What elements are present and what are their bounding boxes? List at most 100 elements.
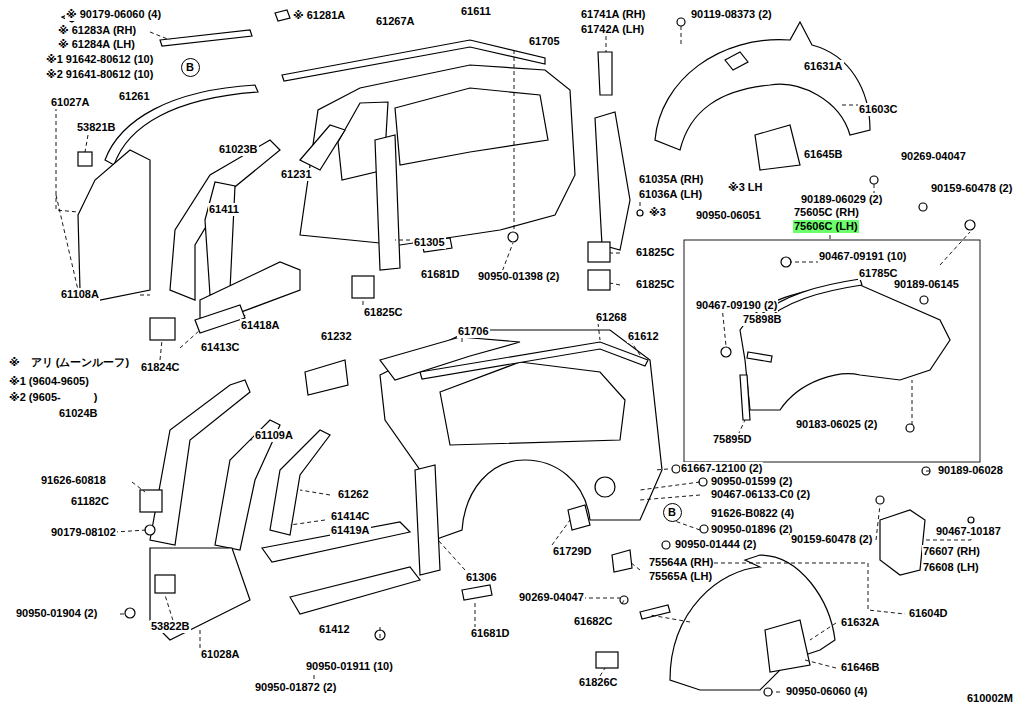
callout-number: 90467-10187: [935, 525, 1002, 538]
part-outline: [880, 510, 925, 575]
callout-number: ※3: [648, 206, 667, 219]
callout-number: 61268: [595, 311, 628, 324]
part-outline: [508, 232, 518, 242]
part-outline: [150, 548, 250, 640]
assembly-number: 75605C (RH): [793, 206, 860, 219]
callout-number: 61108A: [60, 288, 100, 301]
part-outline: [352, 276, 374, 298]
part-outline: [375, 135, 400, 270]
part-outline: [781, 257, 791, 267]
callout-number: 61825C: [363, 306, 404, 319]
callout-number: 61232: [320, 330, 353, 343]
part-outline: [300, 65, 575, 245]
callout-number: 61036A (LH): [638, 188, 703, 201]
reference-letter: B: [668, 506, 676, 519]
part-outline: [145, 525, 155, 535]
callout-number: 61412: [318, 623, 351, 636]
callout-number: 61646B: [840, 661, 881, 674]
part-outline: [155, 575, 175, 593]
callout-number: 61024B: [58, 407, 99, 420]
callout-number: 90269-04047: [518, 591, 585, 604]
part-outline: [200, 262, 300, 320]
callout-number: 90467-09191 (10): [818, 250, 907, 263]
callout-number: 61742A (LH): [580, 23, 645, 36]
callout-number: 61682C: [573, 615, 614, 628]
part-outline: [870, 176, 878, 184]
part-outline: [596, 652, 618, 668]
callout-number: 76607 (RH): [922, 545, 981, 558]
callout-number: 90950-01911 (10): [305, 660, 394, 673]
callout-number: 90269-04047: [900, 150, 967, 163]
part-outline: [415, 465, 440, 575]
callout-number: 61667-12100 (2): [680, 462, 763, 475]
leader-line: [56, 26, 971, 692]
part-outline: [270, 430, 330, 535]
callout-number: 90950-01599 (2): [710, 475, 793, 488]
callout-number: 90950-01872 (2): [254, 681, 337, 694]
callout-number: 61261: [118, 90, 151, 103]
part-outline: [876, 496, 884, 504]
callout-number: 61413C: [200, 341, 241, 354]
part-outline: [640, 605, 670, 619]
callout-number: 91626-60818: [40, 474, 107, 487]
callout-number: 61825C: [635, 278, 676, 291]
callout-number: 61705: [528, 35, 561, 48]
part-outline: [300, 125, 345, 170]
callout-number: 61681D: [470, 627, 511, 640]
callout-number: ※ 61281A: [292, 9, 346, 22]
part-outline: [920, 296, 928, 304]
part-outline: [262, 522, 410, 562]
callout-number: 75564A (RH): [648, 556, 714, 569]
callout-number: 61028A: [200, 648, 241, 661]
callout-number: 90467-06133-C0 (2): [710, 488, 811, 501]
part-outline: [598, 52, 612, 95]
callout-number: 61027A: [50, 96, 91, 109]
callout-number: 90189-06028: [937, 464, 1004, 477]
callout-number: 61231: [280, 168, 313, 181]
callout-number: 90189-06029 (2): [800, 193, 883, 206]
callout-number: 61414C: [330, 510, 371, 523]
callout-number: ※ 61284A (LH): [57, 38, 136, 51]
part-outline: [380, 337, 520, 380]
callout-number: 75898B: [742, 313, 783, 326]
callout-number: ※2 (9605- ): [8, 391, 98, 404]
part-outline: [655, 22, 870, 150]
part-outline: [965, 220, 975, 230]
part-outline: [672, 465, 680, 473]
callout-number: 53822B: [150, 620, 191, 633]
callout-number: 75895D: [712, 433, 753, 446]
callout-number: 90950-01444 (2): [674, 538, 757, 551]
part-outline: [620, 596, 628, 604]
part-outline: [395, 88, 548, 165]
callout-number: 610002M: [966, 692, 1014, 705]
callout-number: 61681D: [420, 268, 461, 281]
callout-number: 61632A: [840, 616, 881, 629]
reference-circle: B: [181, 58, 200, 77]
part-outline: [755, 125, 800, 170]
part-outline: [747, 352, 772, 362]
callout-number: 90467-09190 (2): [695, 299, 778, 312]
reference-circle: B: [663, 503, 682, 522]
callout-number: 61419A: [330, 524, 371, 537]
part-outline: [595, 112, 630, 250]
callout-number: 61035A (RH): [638, 173, 704, 186]
group-box: 75605C (RH)75606C (LH): [684, 240, 980, 462]
part-outline: [160, 30, 252, 46]
part-outline: [78, 152, 92, 166]
callout-number: ※1 (9604-9605): [8, 375, 90, 388]
callout-number: 75565A (LH): [648, 570, 713, 583]
part-outline: [764, 688, 772, 696]
callout-number: 53821B: [76, 121, 117, 134]
callout-number: 61612: [627, 330, 660, 343]
part-outline: [699, 478, 707, 486]
callout-number: 61729D: [552, 545, 593, 558]
callout-number: 90950-01398 (2): [477, 270, 560, 283]
callout-number: 61706: [457, 325, 490, 338]
callout-number: ※3 LH: [727, 181, 764, 194]
part-outline: [275, 10, 290, 21]
callout-number: 61418A: [240, 319, 281, 332]
callout-number: 90119-08373 (2): [690, 8, 773, 21]
assembly-number: 75606C (LH): [793, 220, 859, 233]
